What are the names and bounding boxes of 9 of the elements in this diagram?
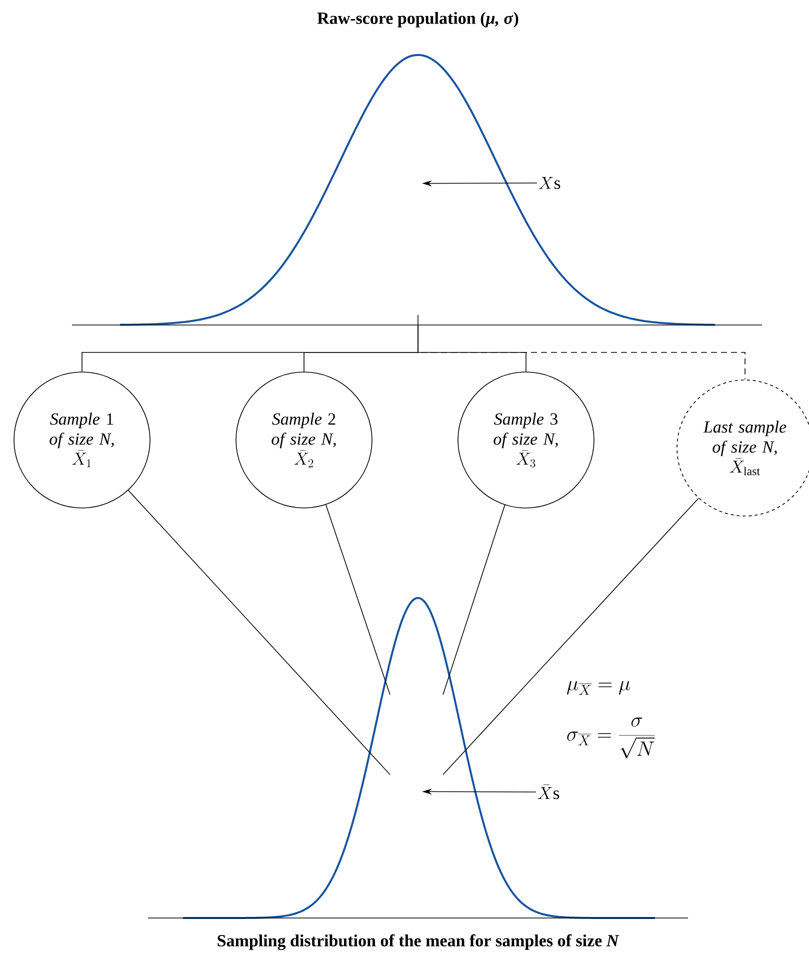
connector-line (326, 504, 390, 695)
curve-title: Raw-score population (μ, σ) (317, 12, 518, 28)
connector-line (442, 504, 506, 695)
connector-line (128, 490, 390, 775)
connector-line (442, 498, 699, 775)
formula: $\mu_{\overline{X}} = \mu$ (566, 680, 630, 695)
curve-title: Sampling distribution of the mean for samples of size N (218, 934, 620, 950)
formula: $\sigma_{\overline{X}} = \frac{\sigma}{\sqrt{N}}$ (567, 718, 655, 758)
connector-line (418, 325, 746, 380)
